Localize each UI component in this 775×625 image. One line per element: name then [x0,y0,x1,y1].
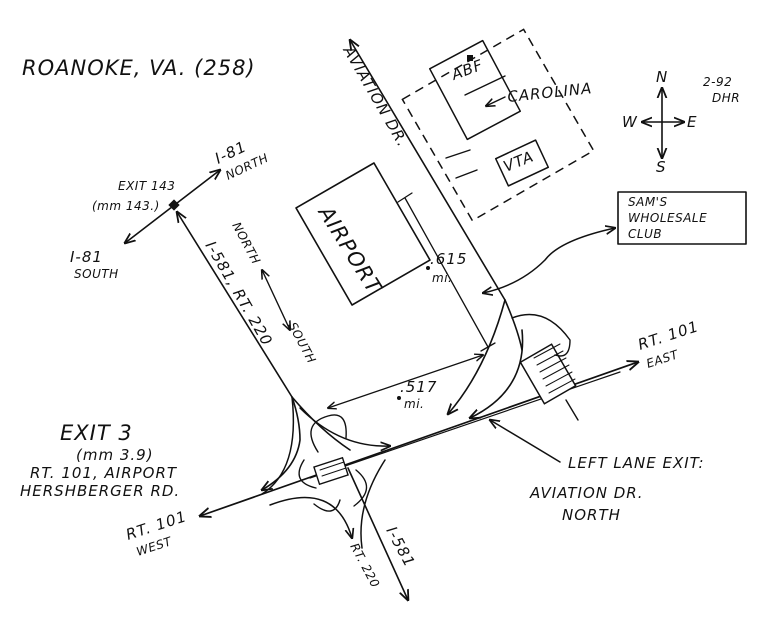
carolina-area [401,28,595,222]
distance-615: .615 [430,250,467,268]
i581-road [177,212,351,490]
abf-label: ABF [448,56,485,84]
distance-517: .517 [400,378,437,396]
note-left-lane-exit: LEFT LANE EXIT: [568,454,705,472]
i81-south-label: I-81 [70,248,103,266]
compass-south: S [656,158,667,176]
exit3-hershberger: HERSHBERGER RD. [20,482,180,500]
sams-club-box [617,191,747,245]
exit-143-label: EXIT 143 [118,179,175,193]
credit-date: 2-92 [703,75,732,89]
compass-north: N [656,68,668,86]
abf-marker [467,55,473,61]
distance-615-unit: mi. [432,271,452,285]
exit3-milemarker: (mm 3.9) [76,446,154,464]
abf-building [428,39,522,141]
i581-bottom-label: I-581 [382,523,418,570]
exit3-cloverleaf [261,396,408,600]
rt101-east-label: RT. 101 [636,317,701,354]
north-label: NORTH [229,220,263,267]
i581-rt220-label: I-581, RT. 220 [202,238,277,349]
distance-615-line [404,197,489,348]
vta-building [494,139,550,187]
vta-label: VTA [501,147,537,175]
rt220-bottom-label: RT. 220 [347,541,382,590]
i81-south-direction: SOUTH [74,267,119,281]
compass-west: W [622,113,638,131]
aviation-dr-label: AVIATION DR. [339,42,412,150]
exit-143-marker [168,199,180,211]
bridge-exit3-icon [313,456,349,486]
airport-box [295,162,431,306]
sams-line1: SAM'S [628,195,668,209]
south-label: SOUTH [285,320,318,366]
exit3-title: EXIT 3 [60,421,133,445]
exit-143-milemarker: (mm 143.) [92,199,160,213]
carolina-label: CAROLINA [507,79,594,106]
sams-line3: CLUB [628,227,662,241]
note-north: NORTH [562,506,621,524]
bridge-aviation-icon [511,313,579,421]
exit3-roads: RT. 101, AIRPORT [30,464,178,482]
distance-517-unit: mi. [404,397,424,411]
left-lane-arrow [490,420,561,463]
i81-road [125,170,220,243]
sams-arrow [483,228,615,293]
compass-icon [642,88,684,158]
map-title: ROANOKE, VA. (258) [22,56,256,80]
compass-east: E [687,113,697,131]
note-aviation-dr: AVIATION DR. [529,484,644,502]
airport-label: AIRPORT [313,200,387,299]
north-south-arrow [262,270,290,330]
sams-line2: WHOLESALE [628,211,707,225]
credit-initials: DHR [712,91,740,105]
